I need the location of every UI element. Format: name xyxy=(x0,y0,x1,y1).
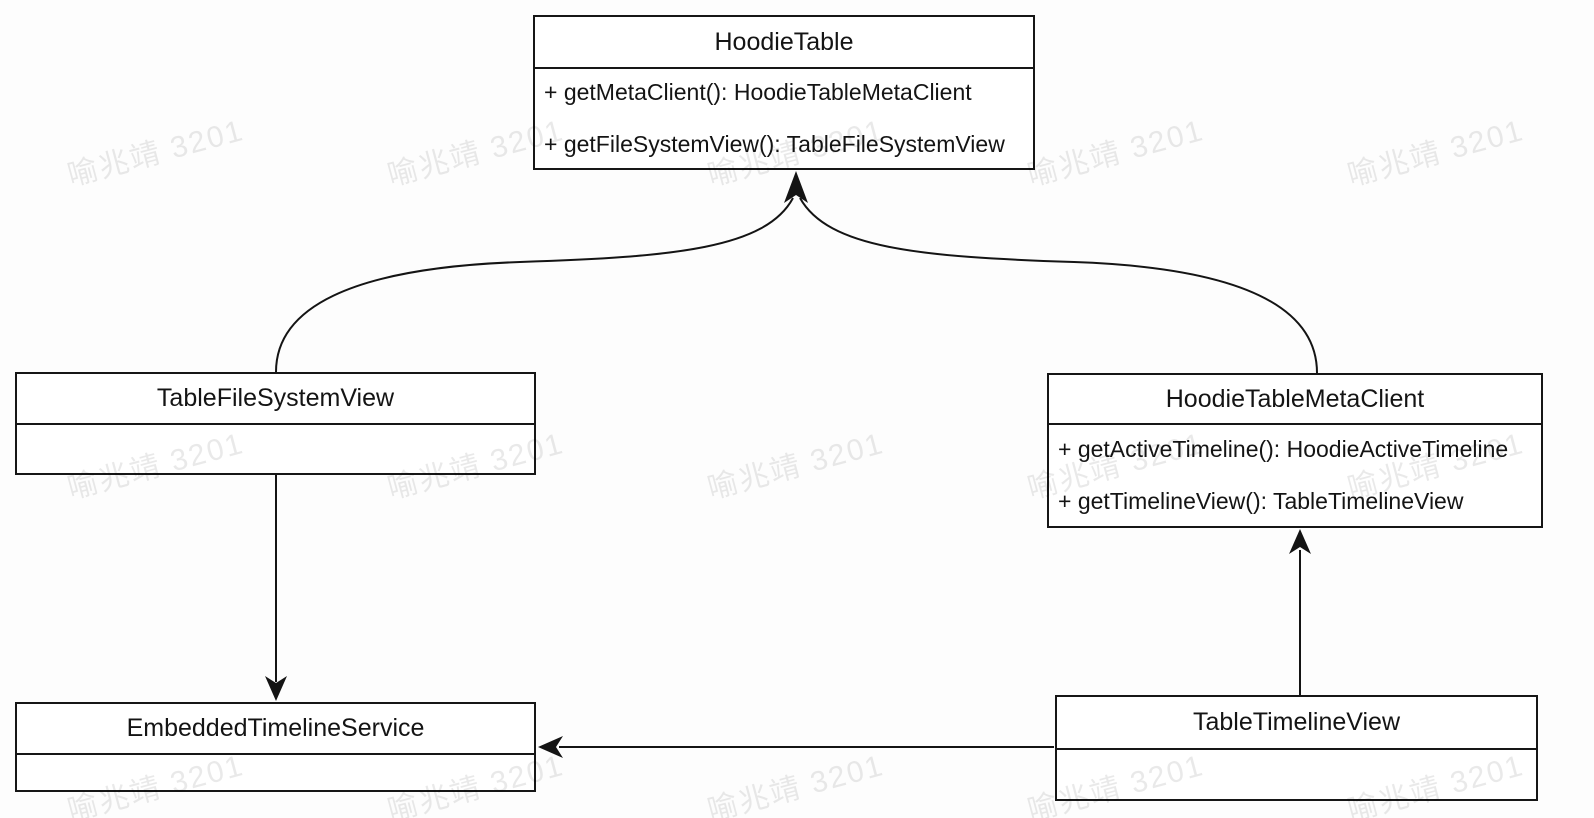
watermark-text: 喻兆靖 3201 xyxy=(704,749,888,818)
class-method: + getFileSystemView(): TableFileSystemVi… xyxy=(544,131,1005,157)
class-method: + getTimelineView(): TableTimelineView xyxy=(1058,488,1464,514)
watermark-text: 喻兆靖 3201 xyxy=(704,427,888,506)
class-box-hoodie-table-meta-client: HoodieTableMetaClient + getActiveTimelin… xyxy=(1047,373,1543,528)
watermark-text: 喻兆靖 3201 xyxy=(64,114,248,193)
arrowhead-into-hoodietable-icon xyxy=(784,171,808,203)
class-methods-hoodie-table: + getMetaClient(): HoodieTableMetaClient… xyxy=(535,69,1033,168)
class-title-hoodie-table-meta-client: HoodieTableMetaClient xyxy=(1049,375,1541,425)
connector-hoodietablemetaclient-to-hoodietable xyxy=(799,197,1318,374)
watermark-text: 喻兆靖 3201 xyxy=(1024,114,1208,193)
arrowhead-into-embeddedtimelineservice-right-icon xyxy=(538,736,563,758)
arrowhead-into-embeddedtimelineservice-top-icon xyxy=(265,676,287,701)
class-title-embedded-timeline-service: EmbeddedTimelineService xyxy=(17,704,534,755)
class-box-hoodie-table: HoodieTable + getMetaClient(): HoodieTab… xyxy=(533,15,1035,170)
class-methods-empty xyxy=(17,755,534,790)
class-box-table-file-system-view: TableFileSystemView xyxy=(15,372,536,475)
class-methods-empty xyxy=(17,425,534,473)
class-box-table-timeline-view: TableTimelineView xyxy=(1055,695,1538,801)
class-title-table-file-system-view: TableFileSystemView xyxy=(17,374,534,425)
class-box-embedded-timeline-service: EmbeddedTimelineService xyxy=(15,702,536,792)
class-method: + getActiveTimeline(): HoodieActiveTimel… xyxy=(1058,436,1509,462)
arrowhead-into-hoodietablemetaclient-icon xyxy=(1289,529,1311,554)
connector-tablefilesystemview-to-hoodietable xyxy=(275,197,794,373)
class-methods-empty xyxy=(1057,750,1536,799)
watermark-text: 喻兆靖 3201 xyxy=(1344,114,1528,193)
class-methods-hoodie-table-meta-client: + getActiveTimeline(): HoodieActiveTimel… xyxy=(1049,425,1541,526)
class-method: + getMetaClient(): HoodieTableMetaClient xyxy=(544,79,972,105)
class-title-hoodie-table: HoodieTable xyxy=(535,17,1033,69)
class-title-table-timeline-view: TableTimelineView xyxy=(1057,697,1536,750)
